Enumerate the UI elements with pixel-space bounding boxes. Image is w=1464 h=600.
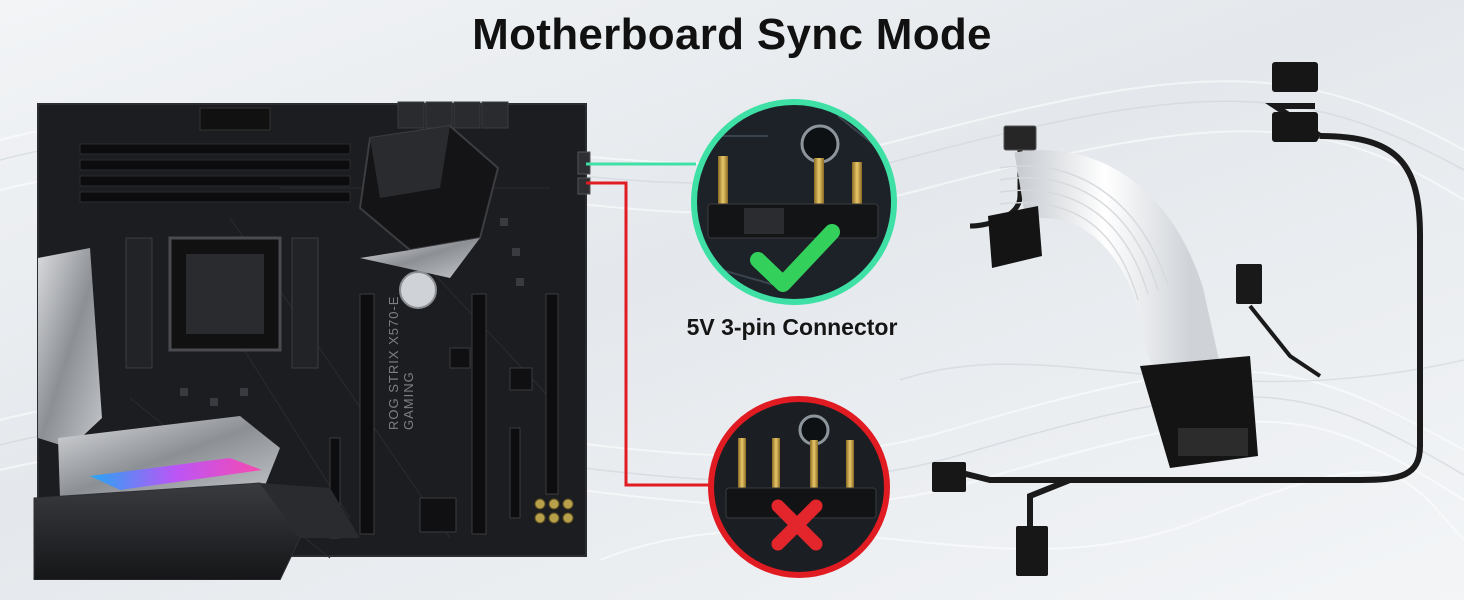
argb-connector-top <box>1272 62 1318 92</box>
small-connector-top <box>1003 125 1037 151</box>
connector-label: 5V 3-pin Connector <box>686 314 898 340</box>
motherboard-image <box>33 101 591 580</box>
incorrect-callout-line <box>586 181 712 487</box>
correct-pin-closeup <box>691 99 897 305</box>
cross-icon <box>771 499 823 551</box>
check-icon <box>750 224 840 292</box>
24-pin-connector-top <box>988 206 1042 268</box>
page-title: Motherboard Sync Mode <box>472 10 992 59</box>
incorrect-pin-closeup <box>708 396 890 578</box>
rgb-extension-cable-image <box>932 62 1423 576</box>
fan-connector-left <box>932 462 966 492</box>
fan-connector-bottom <box>1016 526 1048 576</box>
